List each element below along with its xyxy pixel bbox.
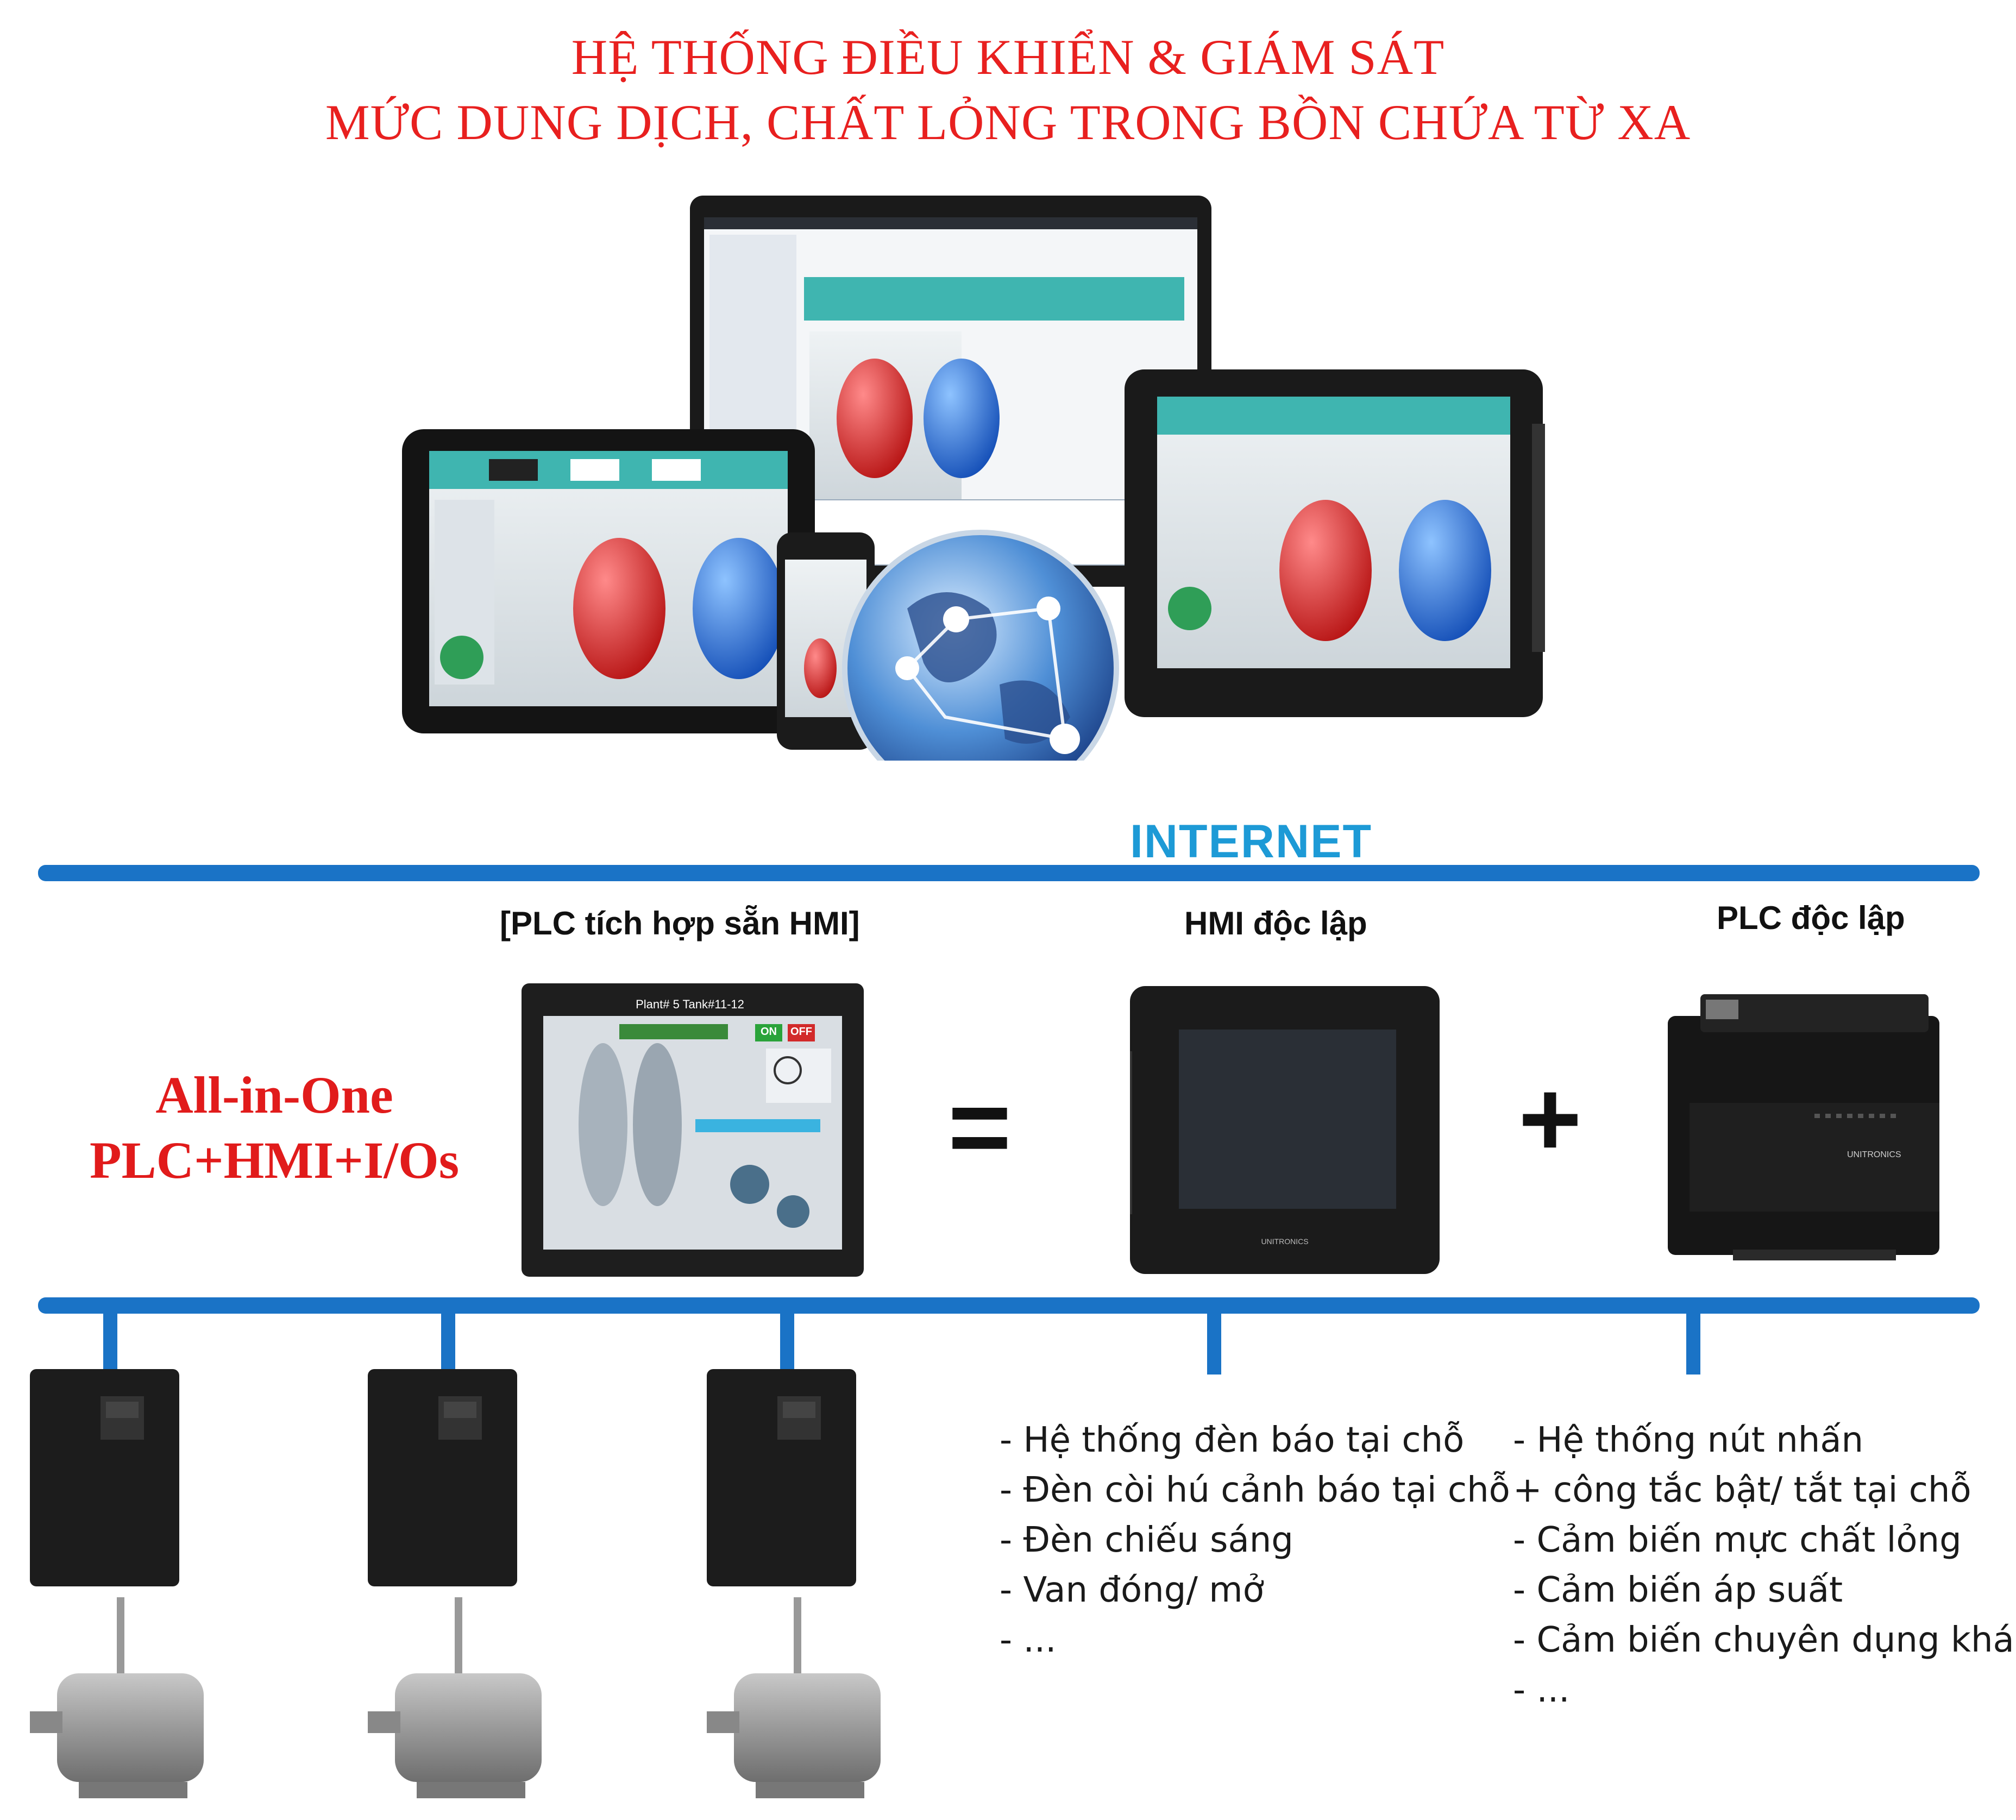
internet-bus-line — [38, 865, 1980, 881]
inputs-list-item: - Hệ thống nút nhấn — [1513, 1420, 1864, 1460]
plc-standalone-label: PLC độc lập — [1717, 900, 1905, 936]
drive-unit-2 — [368, 1369, 542, 1798]
inputs-list-item: - ... — [1513, 1670, 1570, 1710]
all-in-one-line-2: PLC+HMI+I/Os — [89, 1131, 460, 1189]
plc-hmi-unit-image — [522, 983, 864, 1277]
outputs-list-item: - Hệ thống đèn báo tại chỗ — [1000, 1420, 1465, 1460]
internet-globe-icon — [842, 530, 1119, 761]
svg-text:UNITRONICS: UNITRONICS — [1261, 1237, 1308, 1246]
inputs-list-item: - Cảm biến chuyên dụng khác — [1513, 1620, 2016, 1660]
bus-drop-1 — [103, 1304, 117, 1375]
on-button: ON — [761, 1026, 777, 1038]
hmi-standalone-image: UNITRONICS — [1130, 986, 1440, 1274]
outputs-list-item: - Đèn chiếu sáng — [1000, 1520, 1293, 1560]
svg-text:UNITRONICS: UNITRONICS — [1847, 1150, 1901, 1159]
inputs-list-item: - Cảm biến mực chất lỏng — [1513, 1520, 1962, 1560]
bus-drop-4 — [1207, 1304, 1221, 1375]
drive-unit-3 — [707, 1369, 881, 1798]
outputs-list-item: - Van đóng/ mở — [1000, 1570, 1264, 1610]
field-bus-line — [38, 1297, 1980, 1314]
all-in-one-line-1: All-in-One — [155, 1066, 393, 1124]
outputs-list-item: - ... — [1000, 1620, 1057, 1660]
plc-standalone-image: UNITRONICS — [1668, 994, 1939, 1260]
devices-showcase — [402, 196, 1545, 761]
off-button: OFF — [790, 1026, 812, 1038]
drive-unit-1 — [30, 1369, 204, 1798]
plc-hmi-label: [PLC tích hợp sẵn HMI] — [500, 905, 860, 942]
inputs-list-item: - Cảm biến áp suất — [1513, 1570, 1843, 1610]
drives-and-motors — [30, 1369, 881, 1798]
bus-drop-3 — [780, 1304, 794, 1375]
hmi-standalone-label: HMI độc lập — [1184, 905, 1367, 942]
inputs-list: - Hệ thống nút nhấn + công tắc bật/ tắt … — [1513, 1415, 2016, 1715]
plus-sign: + — [1518, 1058, 1582, 1179]
title-line-1: HỆ THỐNG ĐIỀU KHIỂN & GIÁM SÁT — [571, 29, 1445, 85]
internet-label: INTERNET — [1130, 815, 1372, 868]
inputs-list-item: + công tắc bật/ tắt tại chỗ — [1513, 1470, 1971, 1510]
tablet-device — [402, 429, 815, 733]
bus-drop-2 — [441, 1304, 455, 1375]
bus-drop-5 — [1686, 1304, 1700, 1375]
equals-sign: = — [948, 1066, 1012, 1188]
outputs-list-item: - Đèn còi hú cảnh báo tại chỗ — [1000, 1470, 1510, 1510]
plant-screen-label: Plant# 5 Tank#11-12 — [636, 997, 744, 1011]
panel-hmi-device — [1125, 369, 1545, 717]
title-line-2: MỨC DUNG DỊCH, CHẤT LỎNG TRONG BỒN CHỨA … — [325, 95, 1691, 150]
outputs-list: - Hệ thống đèn báo tại chỗ - Đèn còi hú … — [1000, 1415, 1510, 1665]
